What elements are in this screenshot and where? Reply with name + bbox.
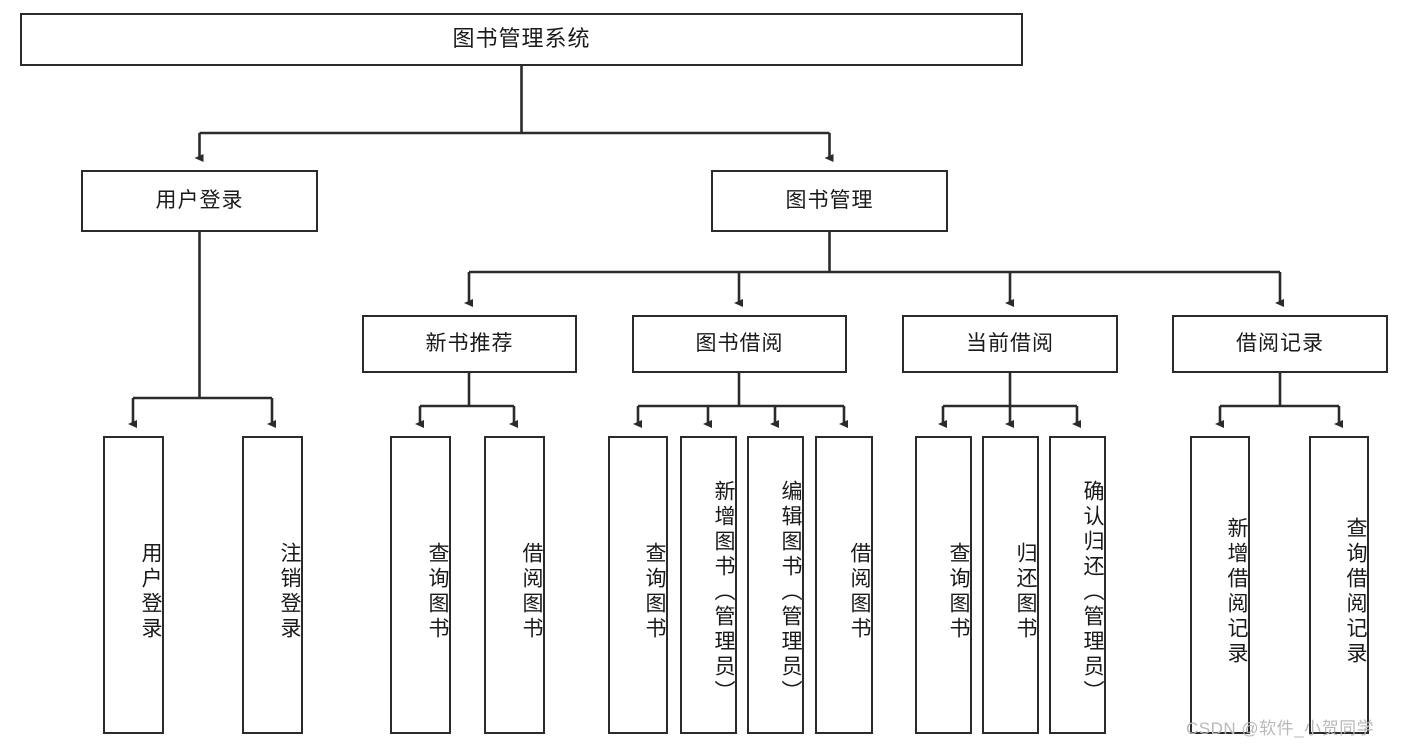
leaf-add-book-admin[interactable]: 新增图书（管理员） [680, 436, 737, 734]
node-borrow-record[interactable]: 借阅记录 [1172, 315, 1388, 373]
leaf-query-borrow-record[interactable]: 查询借阅记录 [1309, 436, 1369, 734]
leaf-borrow-book[interactable]: 借阅图书 [815, 436, 873, 734]
node-book-manage[interactable]: 图书管理 [711, 170, 948, 232]
node-book-borrow[interactable]: 图书借阅 [632, 315, 847, 373]
leaf-add-borrow-record[interactable]: 新增借阅记录 [1190, 436, 1250, 734]
csdn-watermark: CSDN @软件_小贺同学 [1186, 719, 1375, 738]
node-root[interactable]: 图书管理系统 [20, 13, 1023, 66]
leaf-query-book-current[interactable]: 查询图书 [915, 436, 972, 734]
leaf-confirm-return-admin[interactable]: 确认归还（管理员） [1049, 436, 1106, 734]
leaf-query-book-borrow[interactable]: 查询图书 [608, 436, 668, 734]
node-new-book-recommend[interactable]: 新书推荐 [362, 315, 577, 373]
leaf-borrow-book-new-recommend[interactable]: 借阅图书 [484, 436, 545, 734]
leaf-edit-book-admin[interactable]: 编辑图书（管理员） [747, 436, 804, 734]
node-current-borrow[interactable]: 当前借阅 [902, 315, 1118, 373]
node-user-login[interactable]: 用户登录 [81, 170, 318, 232]
leaf-return-book[interactable]: 归还图书 [982, 436, 1039, 734]
leaf-user-login[interactable]: 用户登录 [103, 436, 164, 734]
leaf-logout[interactable]: 注销登录 [242, 436, 303, 734]
leaf-query-book-new-recommend[interactable]: 查询图书 [390, 436, 451, 734]
